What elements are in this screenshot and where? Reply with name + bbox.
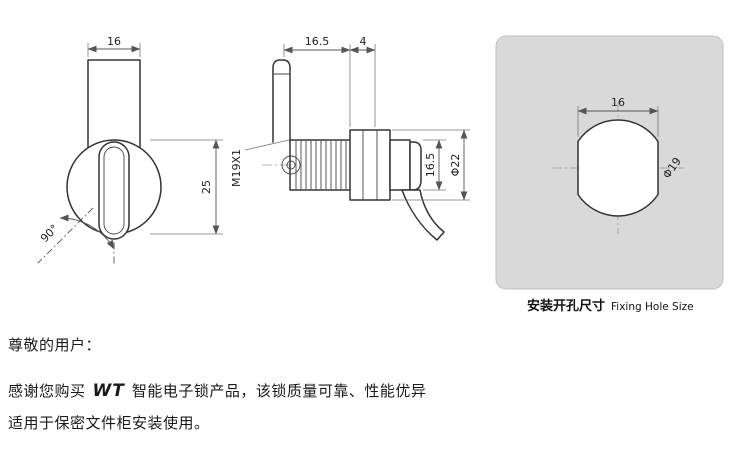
cam-screw-outer bbox=[281, 155, 301, 175]
cam-tab-side bbox=[272, 59, 291, 143]
dim-front-width: 16 bbox=[87, 35, 141, 57]
rotation-centerline-diagonal bbox=[37, 207, 94, 264]
knob-bezel-side bbox=[409, 141, 422, 191]
panel-caption-en: Fixing Hole Size bbox=[611, 301, 694, 313]
front-view-drawing: 90° 16 25 bbox=[37, 35, 223, 266]
notice-greeting: 尊敬的用户： bbox=[8, 336, 102, 354]
rotation-arc bbox=[59, 214, 115, 250]
dim-hole-width-label: 16 bbox=[611, 96, 625, 109]
panel-caption: 安装开孔尺寸 Fixing Hole Size bbox=[527, 298, 694, 314]
technical-drawing: 90° 16 25 bbox=[37, 35, 724, 314]
notice-thanks-post: 智能电子锁产品，该锁质量可靠、性能优异 bbox=[131, 382, 427, 400]
panel-caption-zh: 安装开孔尺寸 bbox=[527, 298, 605, 314]
hex-nut-side bbox=[349, 129, 391, 201]
dim-side-body-height: 16.5 bbox=[423, 139, 446, 191]
dim-side-cam-label: 4 bbox=[360, 35, 367, 48]
dim-front-height-label: 25 bbox=[200, 180, 213, 194]
dim-side-cam: 4 bbox=[349, 35, 376, 127]
cam-screw-inner bbox=[286, 160, 296, 170]
dim-side-body-height-label: 16.5 bbox=[424, 153, 437, 178]
dim-side-nut-diameter-label: Φ22 bbox=[449, 154, 462, 177]
dim-front-height: 25 bbox=[150, 139, 223, 235]
side-view-drawing: M19X1 16.5 4 16.5 Φ22 bbox=[230, 35, 470, 241]
dim-side-nut-diameter: Φ22 bbox=[392, 129, 470, 201]
dim-hole-width: 16 bbox=[577, 96, 659, 137]
brand-logo: WT bbox=[92, 381, 125, 401]
wing-handle-side bbox=[401, 189, 445, 241]
notice-thanks-pre: 感谢您购买 bbox=[8, 382, 86, 400]
lock-head-side bbox=[389, 139, 411, 191]
lock-barrel-front bbox=[87, 59, 141, 149]
dim-side-thread-length-label: 16.5 bbox=[305, 35, 330, 48]
thread-leader-line bbox=[244, 139, 290, 151]
user-notice: 尊敬的用户： 感谢您购买 WT 智能电子锁产品，该锁质量可靠、性能优异 适用于保密文… bbox=[8, 334, 426, 433]
thread-hatching bbox=[295, 141, 347, 189]
double-d-hole bbox=[577, 119, 659, 217]
dim-rotation-angle: 90° bbox=[38, 222, 61, 245]
dim-side-thread-length: 16.5 bbox=[283, 35, 351, 127]
thread-spec-label: M19X1 bbox=[230, 149, 243, 187]
dim-front-width-label: 16 bbox=[107, 35, 121, 48]
notice-thanks-line: 感谢您购买 WT 智能电子锁产品，该锁质量可靠、性能优异 bbox=[8, 380, 426, 401]
notice-usage-line: 适用于保密文件柜安装使用。 bbox=[8, 414, 210, 432]
wing-handle-front bbox=[98, 141, 130, 240]
